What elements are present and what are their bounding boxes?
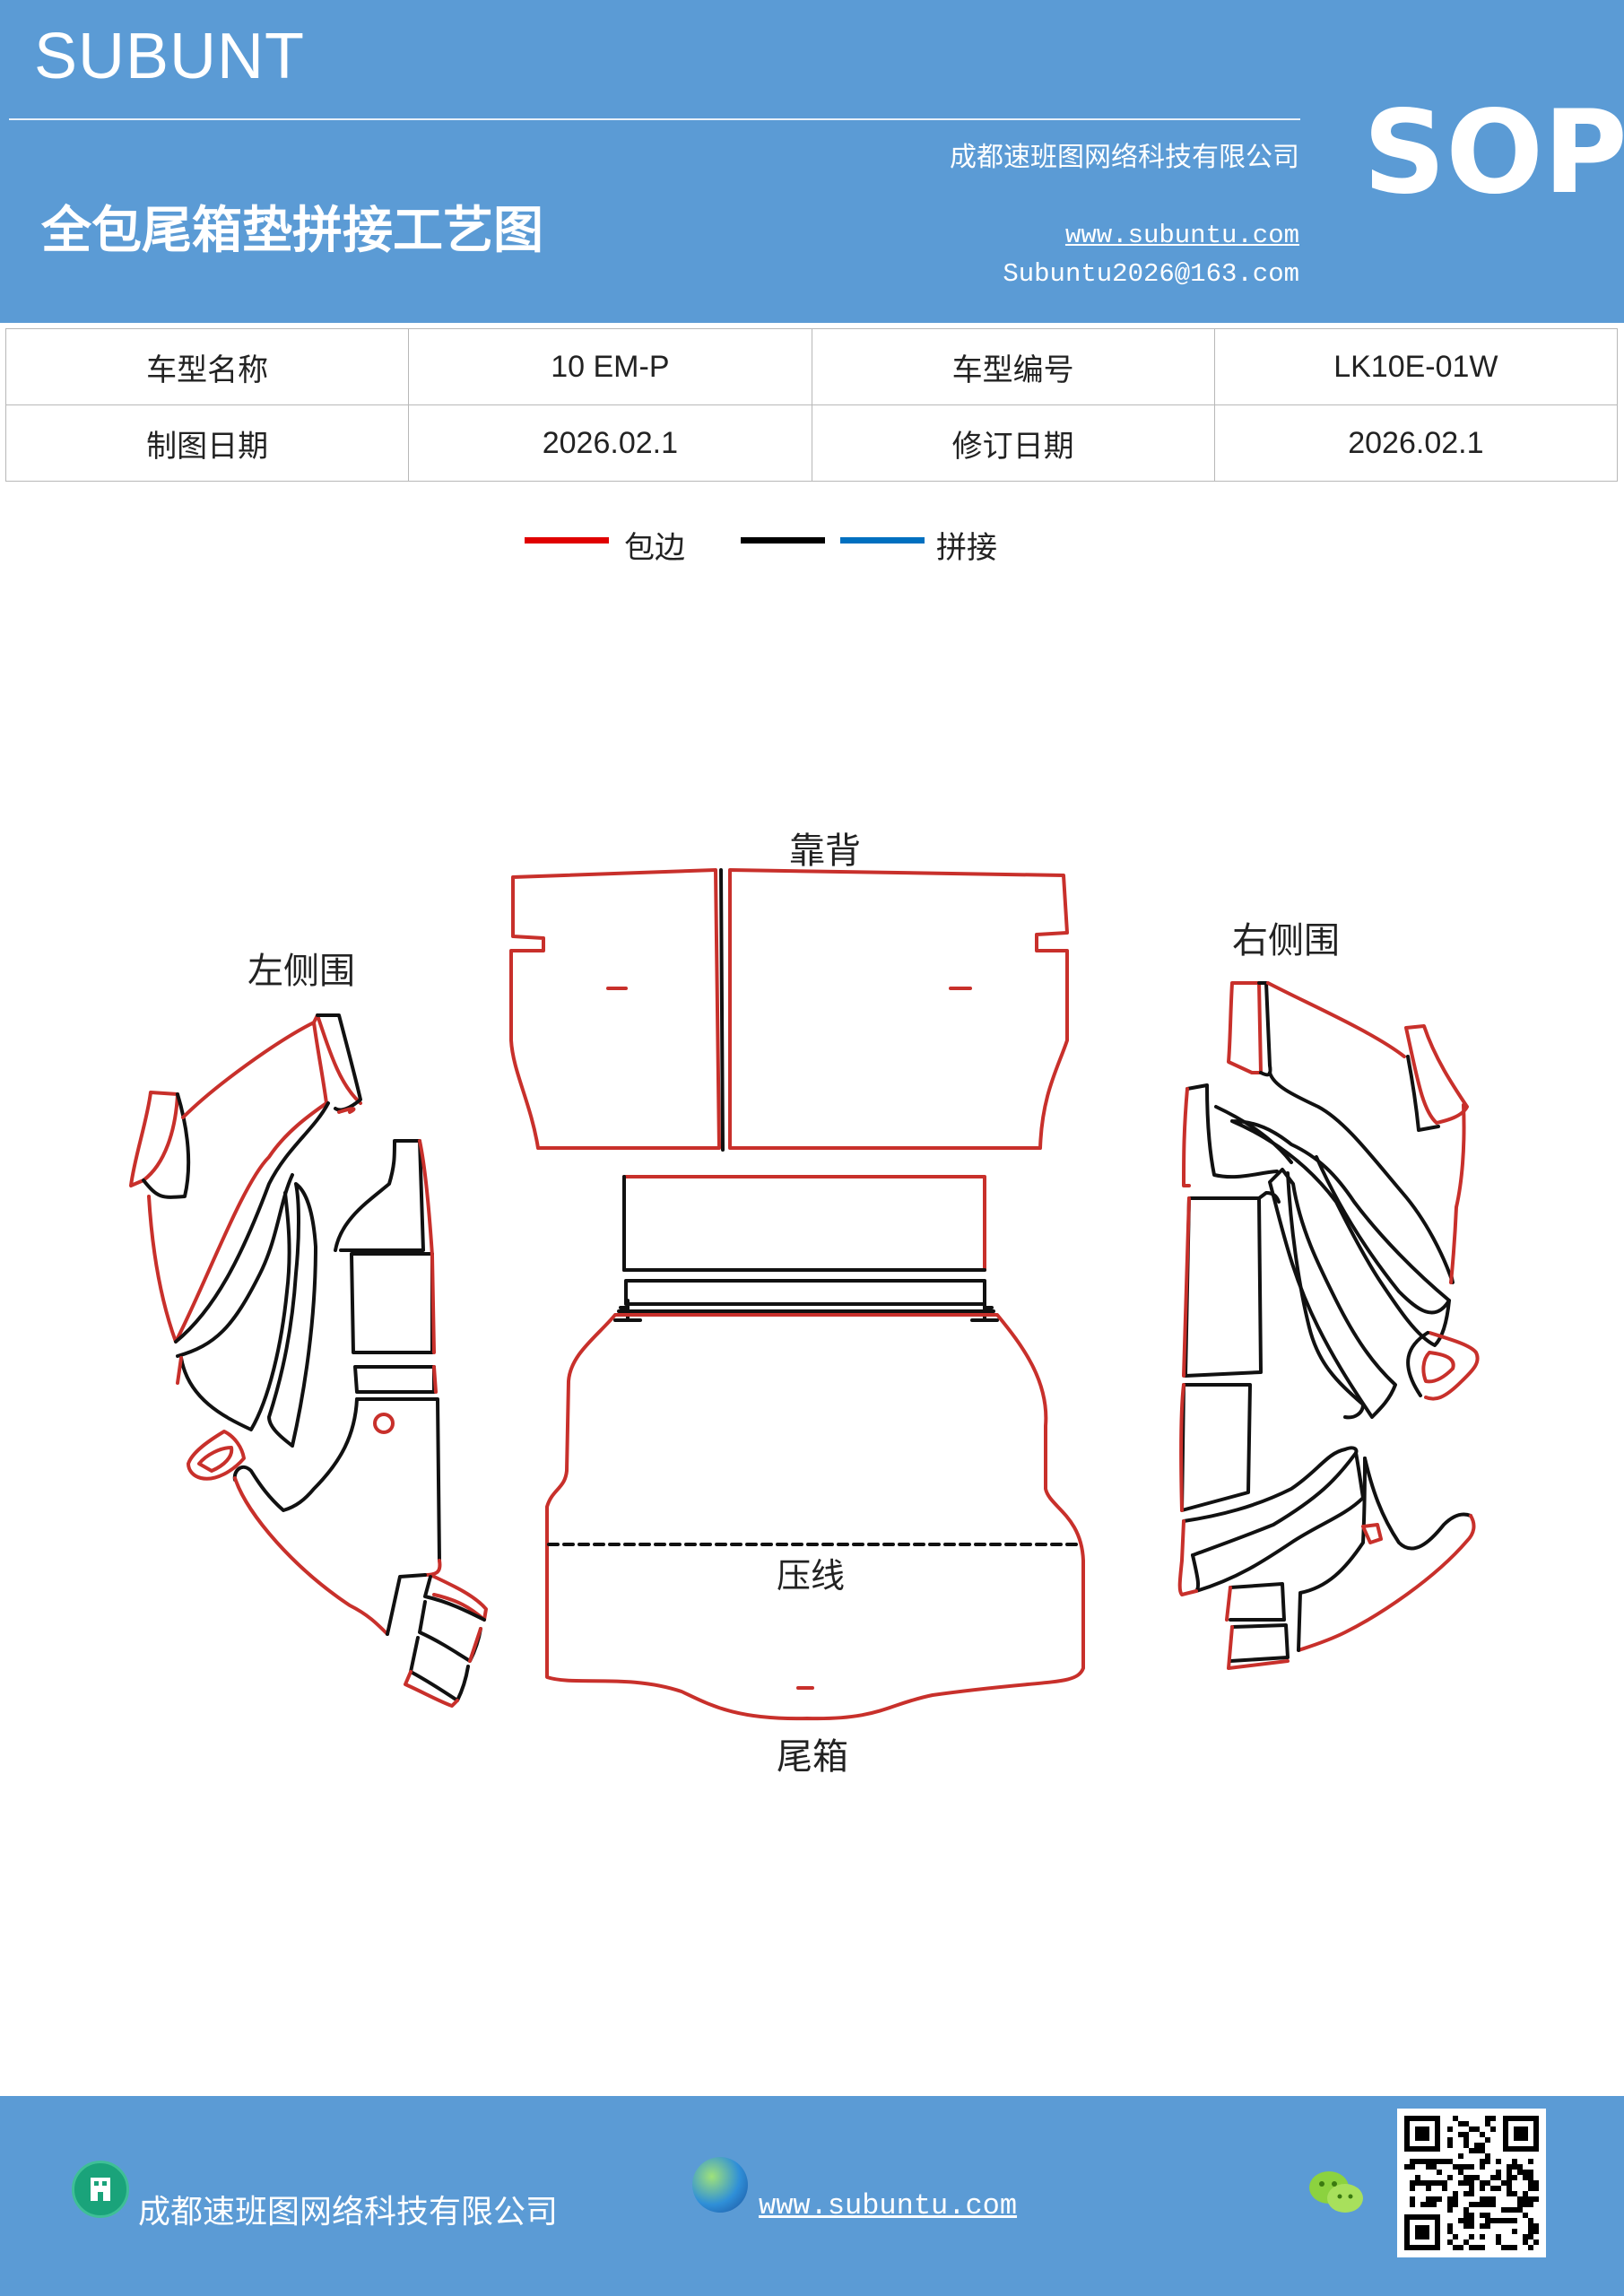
header-divider [9, 118, 1300, 120]
company-name: 成都速班图网络科技有限公司 [950, 142, 1299, 173]
line-legend: 包边 拼接 [0, 523, 1624, 577]
wechat-icon [1306, 2168, 1365, 2218]
brand-name: SUBUNT [34, 21, 306, 92]
model-name-label: 车型名称 [4, 328, 410, 405]
model-code-label: 车型编号 [811, 328, 1215, 405]
footer-company-name: 成都速班图网络科技有限公司 [138, 2194, 559, 2231]
left-side-panel [129, 1013, 488, 1708]
seam-swatch [840, 537, 925, 544]
right-side-label: 右侧围 [1232, 920, 1340, 961]
trunk-floor-panel [545, 1313, 1085, 1721]
black-line-swatch [741, 537, 825, 544]
right-side-panel [1177, 981, 1480, 1670]
building-icon [72, 2161, 129, 2218]
table-row: 车型名称 10 EM-P 车型编号 LK10E-01W [4, 328, 1619, 405]
revise-date-value: 2026.02.1 [1213, 404, 1619, 482]
website-link[interactable]: www.subuntu.com [1064, 221, 1299, 250]
draw-date-label: 制图日期 [4, 404, 410, 482]
trunk-label: 尾箱 [777, 1736, 848, 1778]
floor-strip-panel [613, 1175, 999, 1322]
backrest-right-panel [728, 868, 1069, 1150]
revise-date-label: 修订日期 [811, 404, 1215, 482]
backrest-left-panel [509, 868, 721, 1150]
header-banner: SUBUNT SOP 全包尾箱垫拼接工艺图 成都速班图网络科技有限公司 www.… [0, 0, 1624, 323]
page-title: 全包尾箱垫拼接工艺图 [41, 201, 543, 260]
table-row: 制图日期 2026.02.1 修订日期 2026.02.1 [4, 404, 1619, 482]
draw-date-value: 2026.02.1 [408, 404, 812, 482]
vehicle-info-table: 车型名称 10 EM-P 车型编号 LK10E-01W 制图日期 2026.02… [4, 328, 1619, 482]
model-code-value: LK10E-01W [1213, 328, 1619, 405]
edge-binding-swatch [525, 537, 609, 544]
qr-code [1397, 2109, 1546, 2257]
email-address: Subuntu2026@163.com [1003, 259, 1299, 289]
left-side-label: 左侧围 [248, 951, 355, 992]
edge-binding-label: 包边 [624, 530, 685, 566]
sop-badge: SOP [1363, 86, 1624, 220]
backrest-label: 靠背 [789, 831, 861, 872]
crease-line-label: 压线 [777, 1556, 846, 1596]
footer-banner: 成都速班图网络科技有限公司 www.subuntu.com [0, 2096, 1624, 2296]
model-name-value: 10 EM-P [408, 328, 812, 405]
globe-icon [692, 2157, 748, 2213]
footer-website-link[interactable]: www.subuntu.com [759, 2189, 1018, 2222]
seam-label: 拼接 [936, 530, 997, 566]
